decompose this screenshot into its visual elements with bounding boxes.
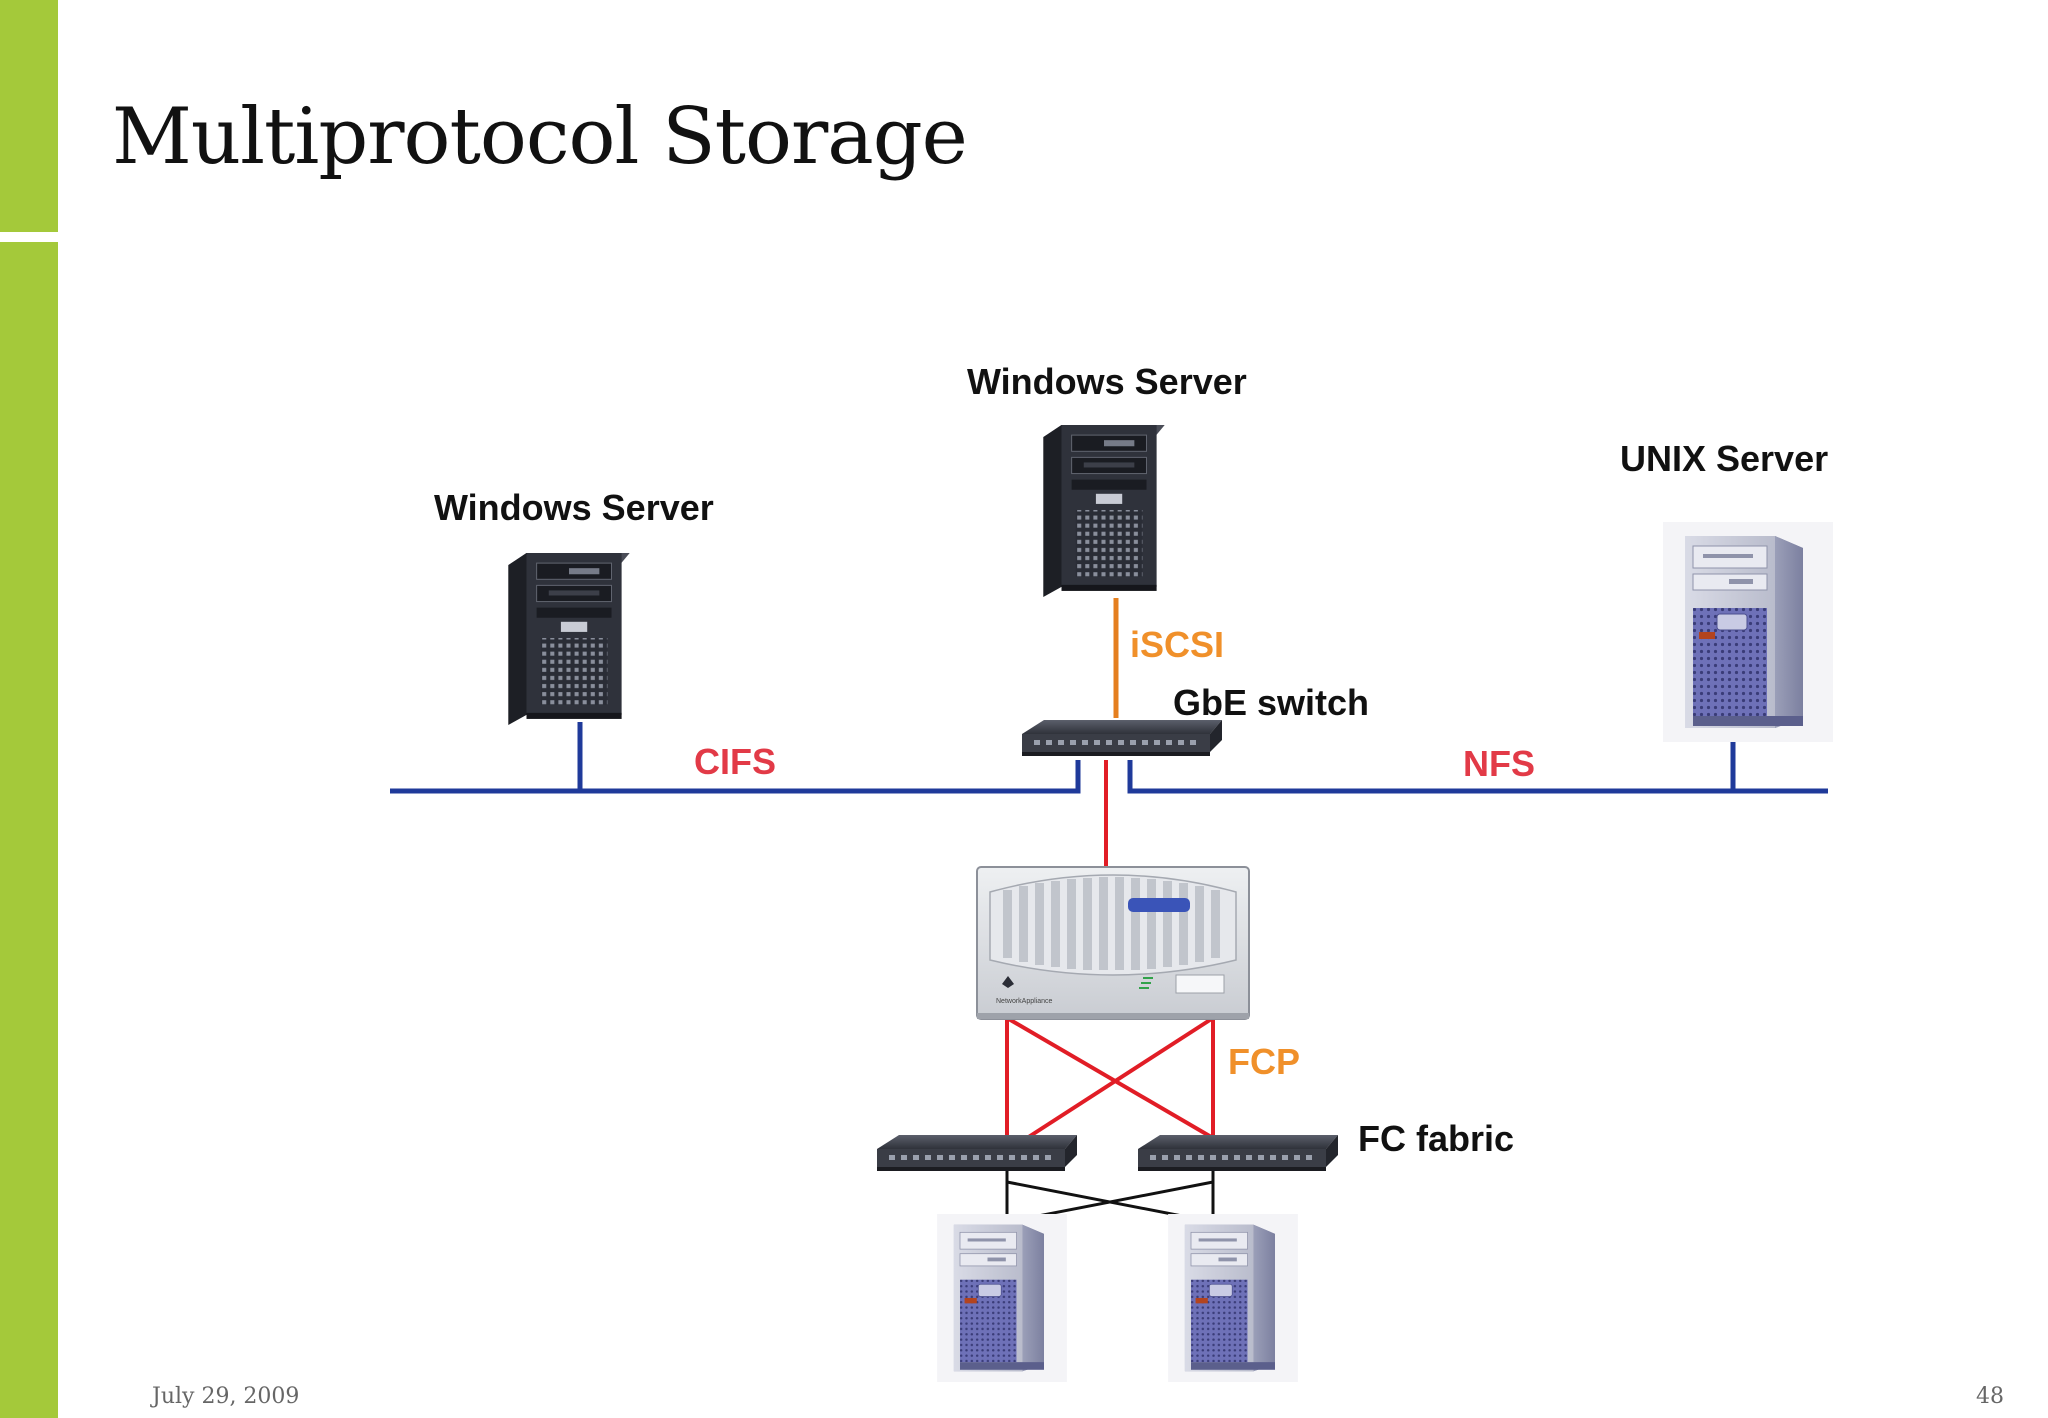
cifs-label: CIFS: [694, 741, 777, 782]
nfs-label: NFS: [1463, 743, 1535, 784]
windows-server-top: [1043, 425, 1165, 597]
windows-server-top-label: Windows Server: [967, 361, 1247, 402]
slide-title: Multiprotocol Storage: [112, 92, 968, 182]
ethernet-bus: [390, 722, 1828, 794]
fc-fabric-label: FC fabric: [1358, 1118, 1515, 1159]
windows-server-left: [508, 553, 630, 725]
windows-server-left-label: Windows Server: [434, 487, 714, 528]
storage-filer: NetworkAppliance: [976, 866, 1250, 1020]
storage-host-left: [937, 1214, 1067, 1382]
gbe-switch-device: [1022, 720, 1222, 756]
unix-server: [1663, 522, 1833, 742]
gbe-switch-label: GbE switch: [1173, 682, 1370, 723]
accent-bar-bottom: [0, 242, 58, 1418]
fcp-label: FCP: [1228, 1041, 1300, 1082]
filer-brand-text: NetworkAppliance: [996, 998, 1053, 1005]
slide-page-number: 48: [1976, 1384, 2004, 1409]
slide-date: July 29, 2009: [152, 1384, 300, 1409]
unix-server-label: UNIX Server: [1620, 438, 1829, 479]
cifs-link: [390, 760, 1081, 794]
fc-switch-left: [877, 1135, 1077, 1171]
accent-bar-top: [0, 0, 58, 232]
storage-host-right: [1168, 1214, 1298, 1382]
fc-switch-right: [1138, 1135, 1338, 1171]
fcp-links: [1005, 1016, 1215, 1140]
iscsi-label: iSCSI: [1130, 624, 1225, 665]
nfs-link: [1127, 760, 1828, 794]
